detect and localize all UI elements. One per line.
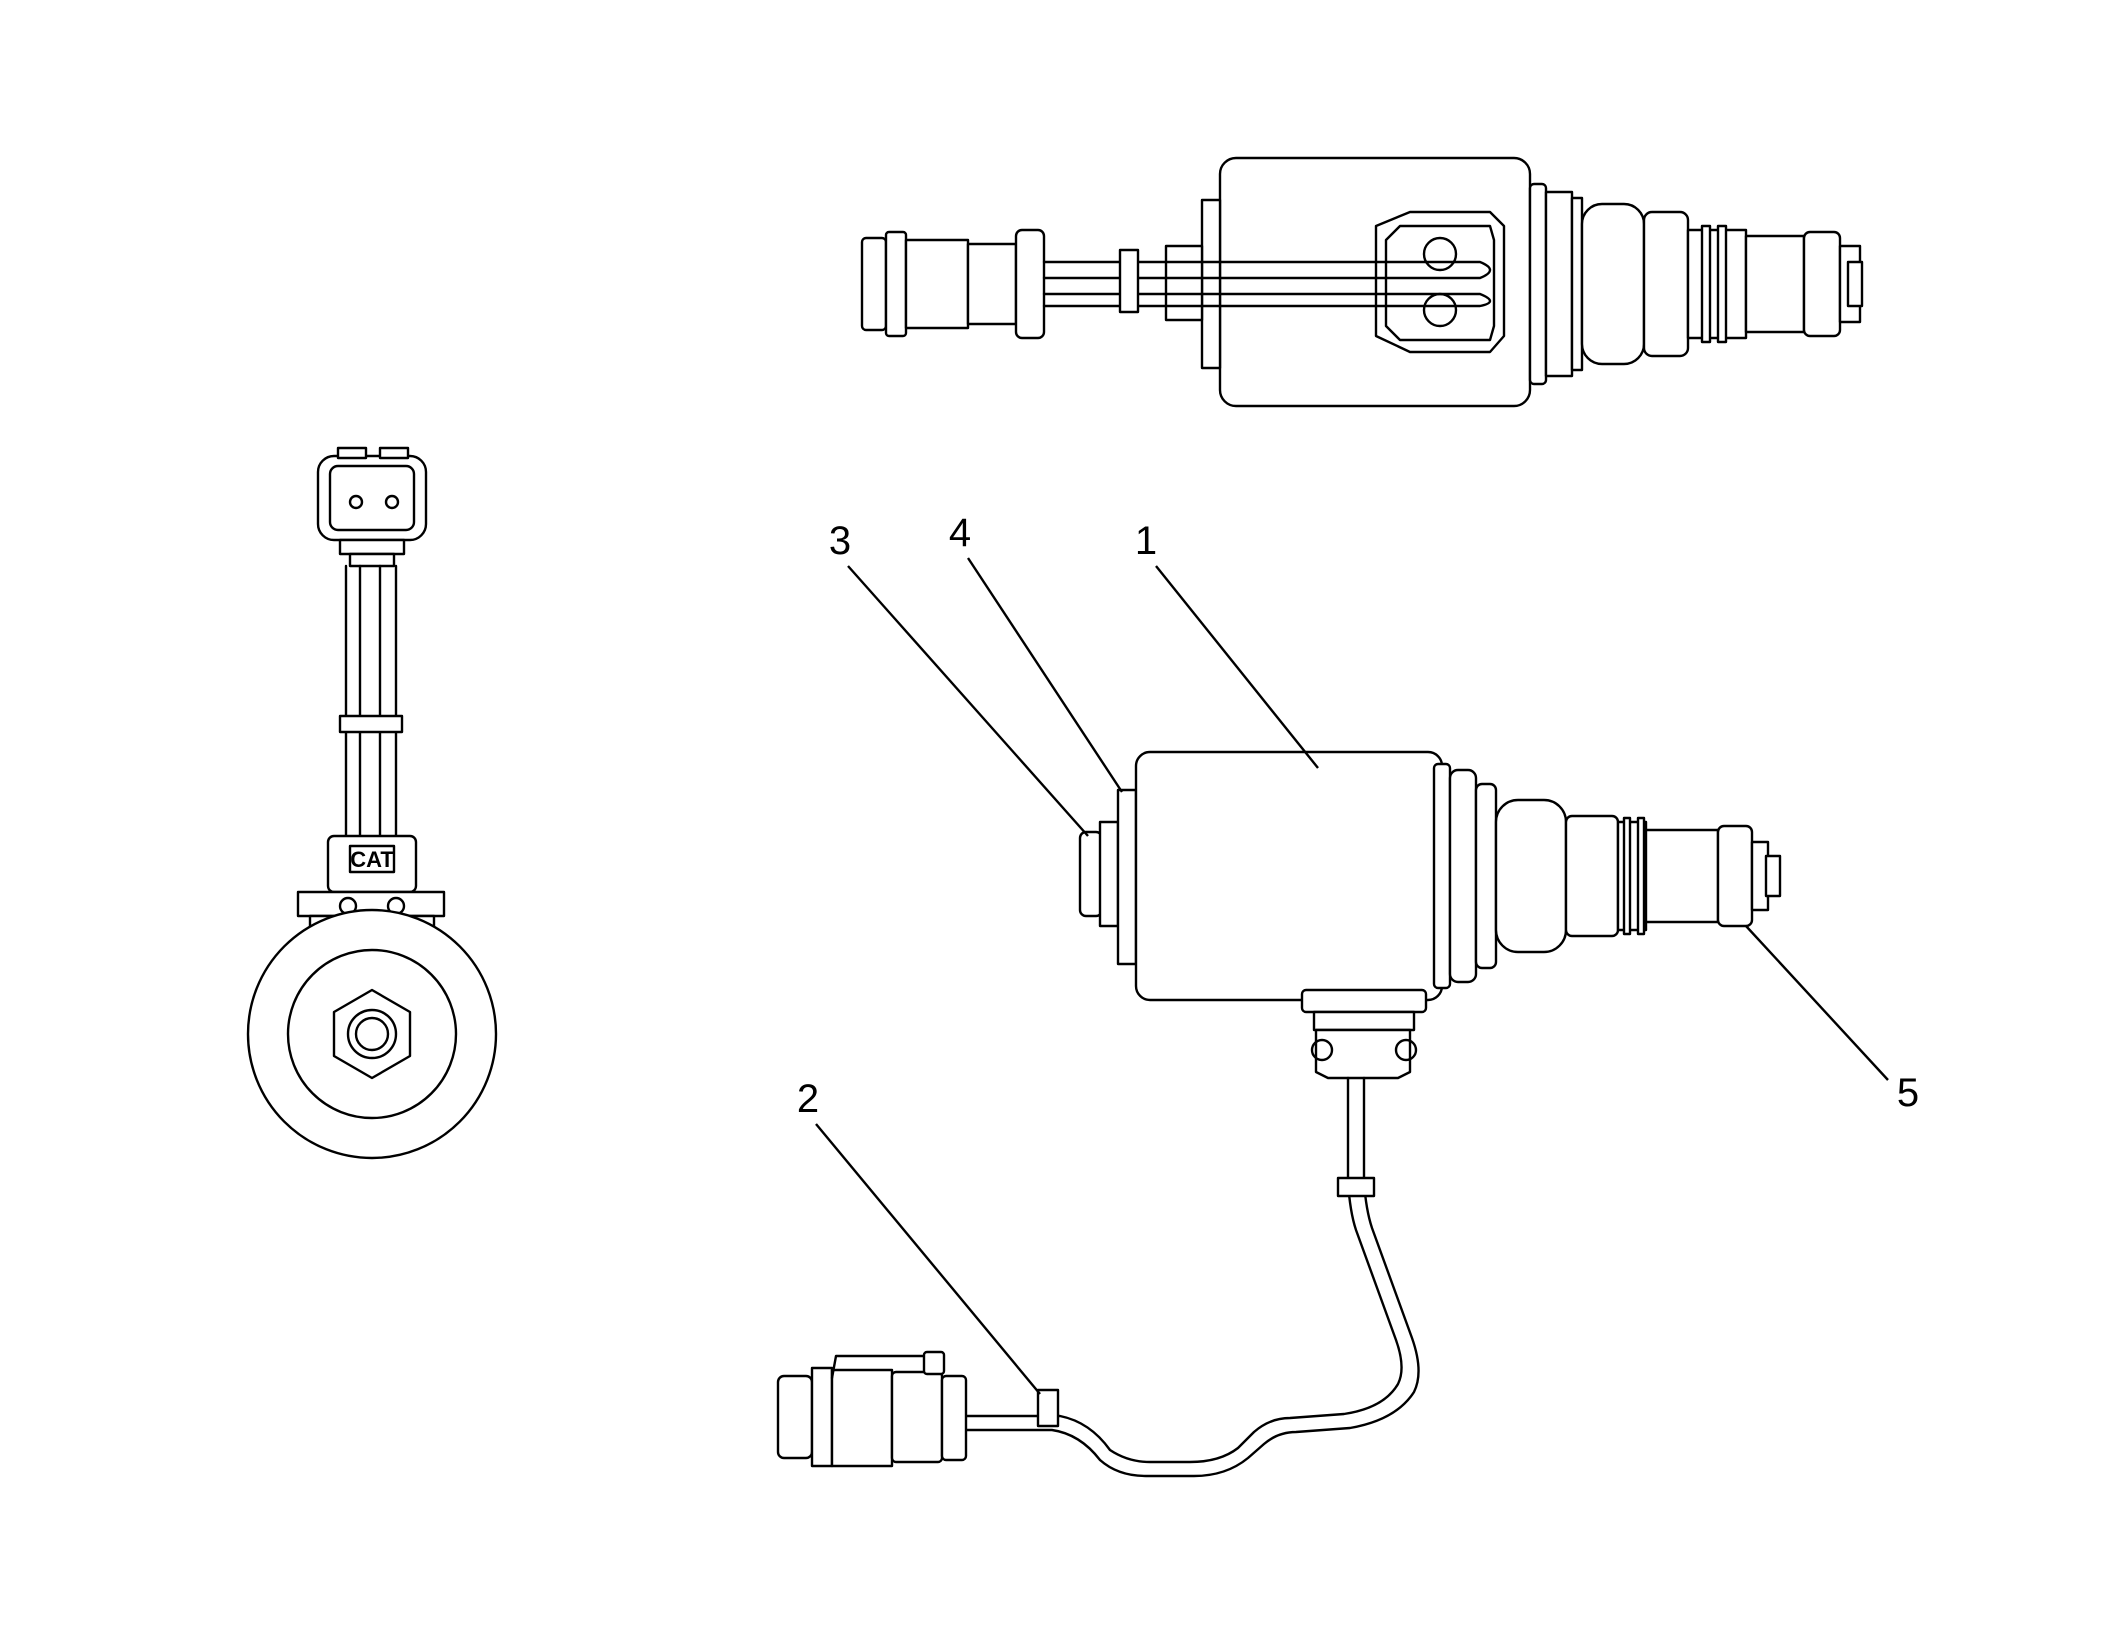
callout-4-label: 4 bbox=[949, 511, 971, 555]
cat-logo-text: CAT bbox=[350, 847, 394, 872]
callout-5-label: 5 bbox=[1897, 1071, 1919, 1115]
callout-3: 3 bbox=[829, 519, 1089, 837]
callout-4: 4 bbox=[949, 511, 1124, 793]
end-view-solenoid: CAT bbox=[246, 446, 498, 1160]
top-view-solenoid bbox=[860, 156, 1864, 408]
callout-1: 1 bbox=[1135, 519, 1319, 769]
callout-2: 2 bbox=[797, 1077, 1041, 1395]
callout-2-label: 2 bbox=[797, 1077, 819, 1121]
main-view-solenoid bbox=[776, 750, 1782, 1478]
callout-1-label: 1 bbox=[1135, 519, 1157, 563]
callout-3-label: 3 bbox=[829, 519, 851, 563]
callout-5: 5 bbox=[1745, 925, 1919, 1115]
